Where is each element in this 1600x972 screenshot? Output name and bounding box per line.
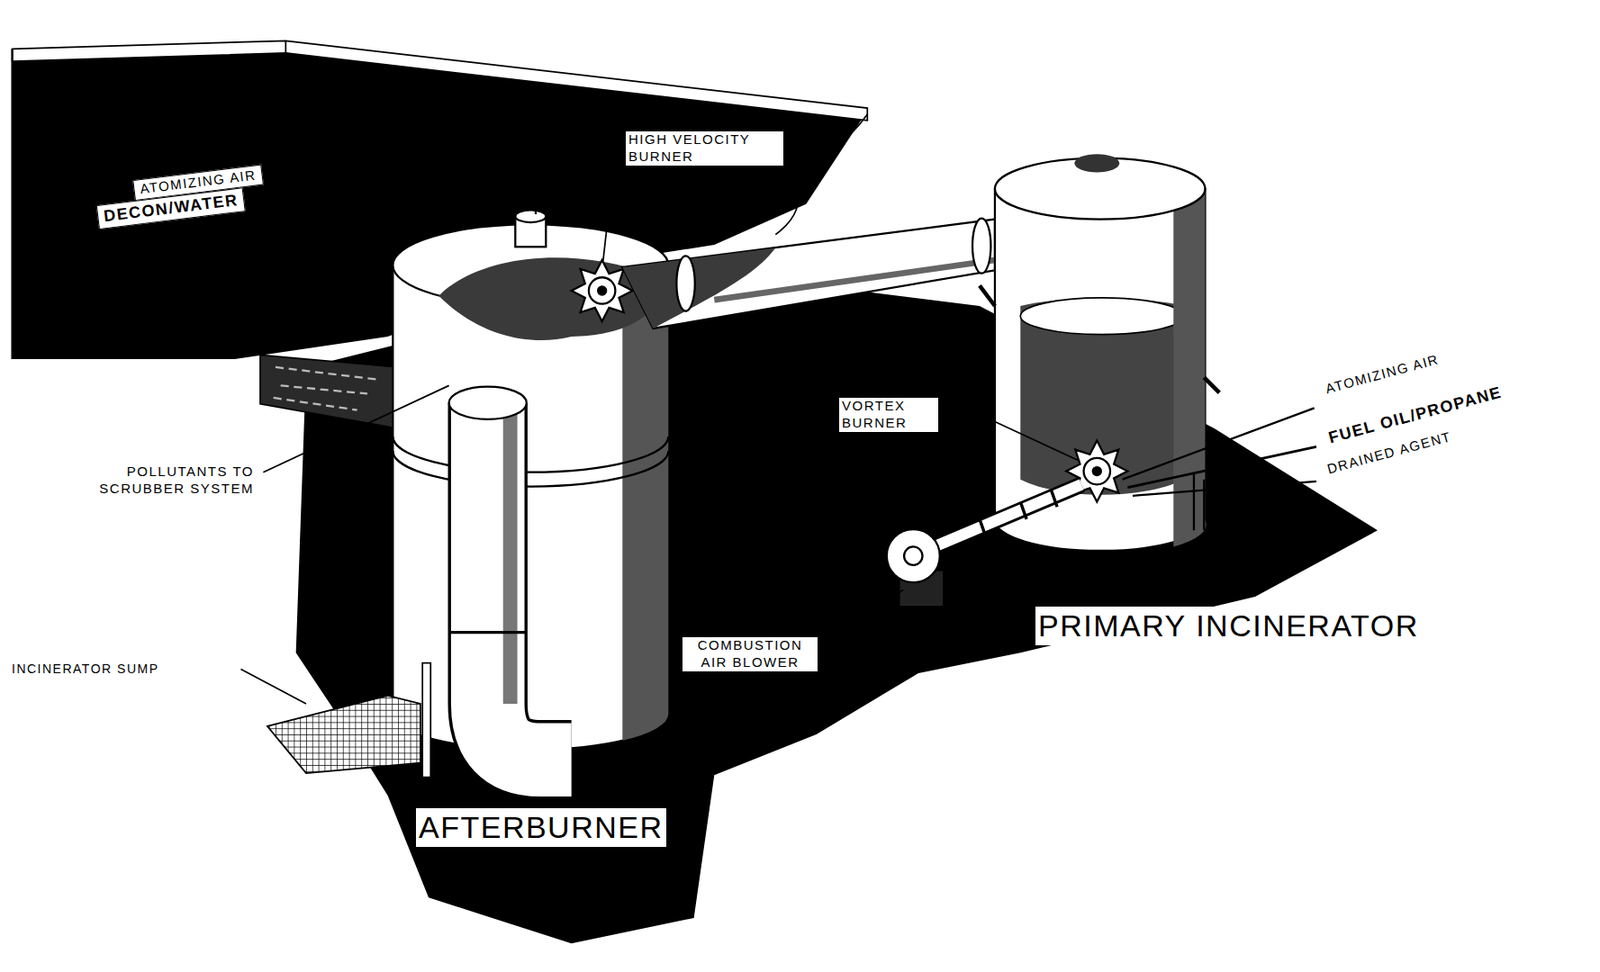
duct-body [260, 354, 398, 429]
leader-lines [240, 143, 1080, 705]
liquid-level [1020, 298, 1184, 335]
blower-pipe [936, 484, 1082, 546]
illustration [12, 40, 1378, 944]
unit-title: PRIMARY INCINERATOR [1035, 606, 1422, 646]
elbow-band [449, 631, 527, 634]
elbow-duct [449, 387, 572, 761]
afterburner-shade [622, 265, 669, 742]
leader-line [240, 668, 307, 705]
scrubber-duct [260, 354, 398, 429]
flange [392, 451, 669, 488]
pipe-support [1193, 474, 1204, 531]
flange [392, 436, 669, 473]
wall-joint [284, 40, 287, 54]
elbow-body [488, 403, 572, 761]
leader-line [839, 589, 904, 647]
atomizing-air-line [318, 155, 536, 215]
part-label: VORTEX BURNER [839, 397, 939, 433]
nozzle-top [515, 209, 546, 223]
combustion-air-blower [847, 484, 1083, 606]
part-label: INCINERATOR SUMP [9, 661, 163, 678]
drained-agent-line [1132, 481, 1317, 497]
leader-line [262, 385, 449, 472]
flow-arrow [336, 179, 353, 200]
wall-break [775, 114, 868, 236]
wall-edge [10, 48, 13, 360]
unit-title: AFTERBURNER [415, 808, 667, 848]
crossover-duct [622, 218, 995, 329]
leader-line [965, 407, 1080, 462]
part-label: COMBUSTION AIR BLOWER [682, 637, 818, 672]
afterburner-vessel [392, 209, 669, 751]
top-port [1074, 153, 1120, 172]
elbow-shade [503, 407, 518, 705]
lug [979, 285, 1220, 393]
pipe-ring [979, 489, 1058, 537]
line-label: ATOMIZING AIR [1320, 350, 1444, 398]
duct-flange [972, 218, 991, 274]
duct-shade [714, 260, 995, 300]
blower-hub [903, 546, 923, 565]
blower-shaft [847, 530, 888, 541]
duct-texture [273, 367, 379, 411]
elbow-outline [488, 403, 572, 761]
part-label: POLLUTANTS TO SCRUBBER SYSTEM [63, 463, 257, 498]
support-post [422, 663, 431, 778]
sump-grate [267, 696, 421, 774]
part-label: HIGH VELOCITY BURNER [625, 131, 784, 166]
pipe-elbow [533, 153, 540, 160]
wall-rim [12, 40, 868, 120]
duct-cutaway [622, 247, 776, 329]
service-lines-right [1122, 407, 1317, 531]
blower-pipe-outline [936, 484, 1082, 546]
fuel-line [1127, 446, 1317, 488]
blower-housing [886, 529, 941, 583]
duct-flange [676, 255, 695, 311]
service-lines-left [318, 153, 540, 217]
elbow-mouth [449, 387, 527, 420]
duct-tube [622, 219, 995, 329]
leader-line [603, 143, 617, 262]
